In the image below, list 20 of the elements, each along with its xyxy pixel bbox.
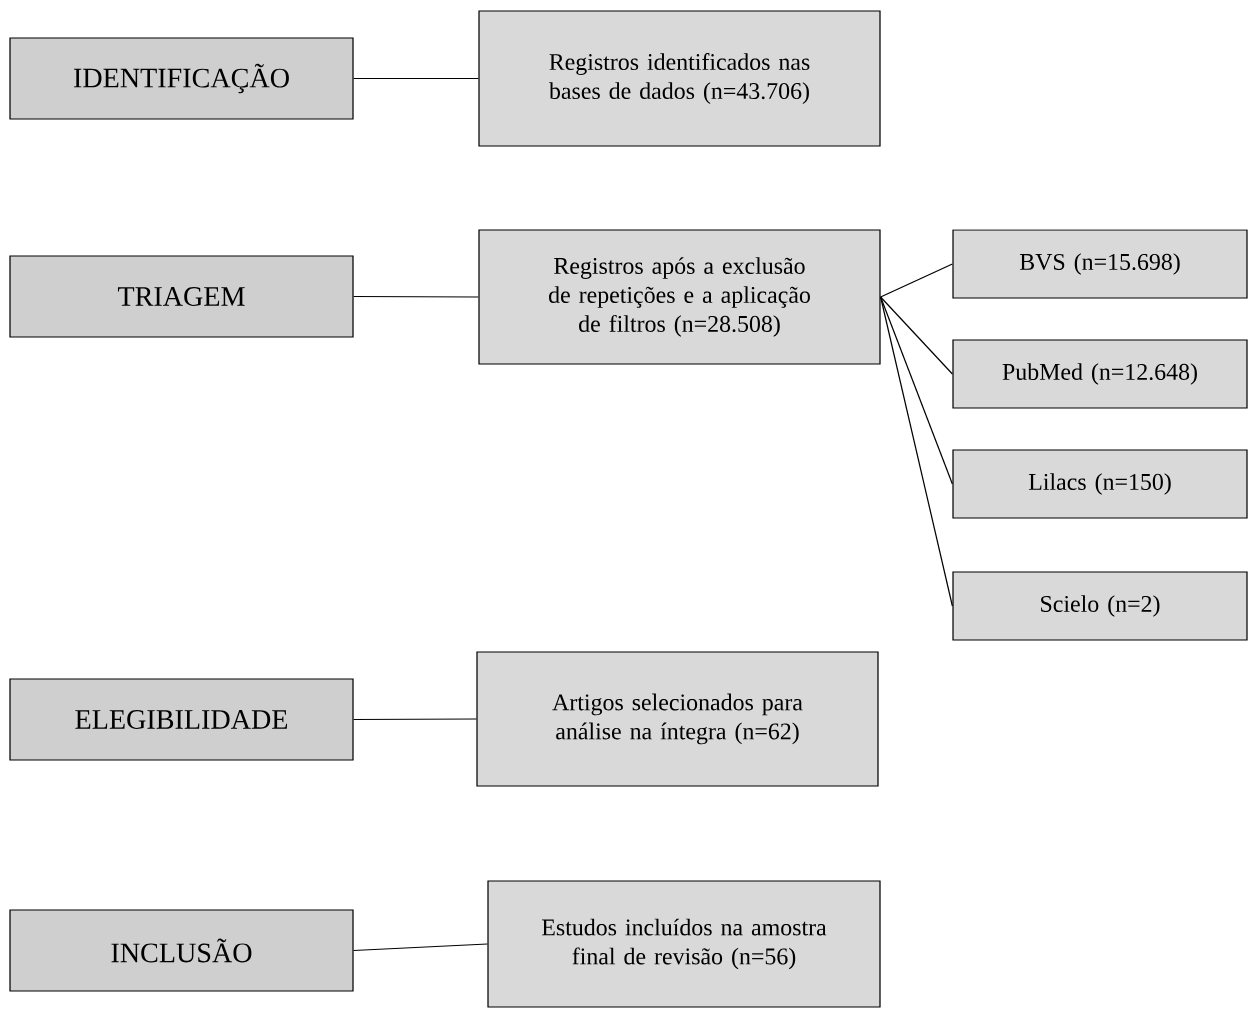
connector-line xyxy=(880,263,953,298)
stage-box: INCLUSÃO xyxy=(9,909,354,992)
source-box: Lilacs (n=150) xyxy=(952,449,1248,519)
source-box: BVS (n=15.698) xyxy=(952,229,1248,299)
connector-line xyxy=(880,296,953,607)
connector-line xyxy=(353,718,477,721)
stage-box: ELEGIBILIDADE xyxy=(9,678,354,761)
connector-line xyxy=(353,295,479,298)
source-box: PubMed (n=12.648) xyxy=(952,339,1248,409)
process-box: Artigos selecionados para análise na íntegra (n=62) xyxy=(476,651,879,787)
connector-line xyxy=(880,296,953,375)
source-box: Scielo (n=2) xyxy=(952,571,1248,641)
process-box: Estudos incluídos na amostra final de revisão (n=56) xyxy=(487,880,881,1008)
connector-line xyxy=(353,77,479,80)
stage-box: IDENTIFICAÇÃO xyxy=(9,37,354,120)
connector-line xyxy=(880,296,953,485)
process-box: Registros após a exclusão de repetições e a aplicação de filtros (n=28.508) xyxy=(478,229,881,365)
connector-line xyxy=(353,943,488,952)
stage-box: TRIAGEM xyxy=(9,255,354,338)
process-box: Registros identificados nas bases de dados (n=43.706) xyxy=(478,10,881,147)
